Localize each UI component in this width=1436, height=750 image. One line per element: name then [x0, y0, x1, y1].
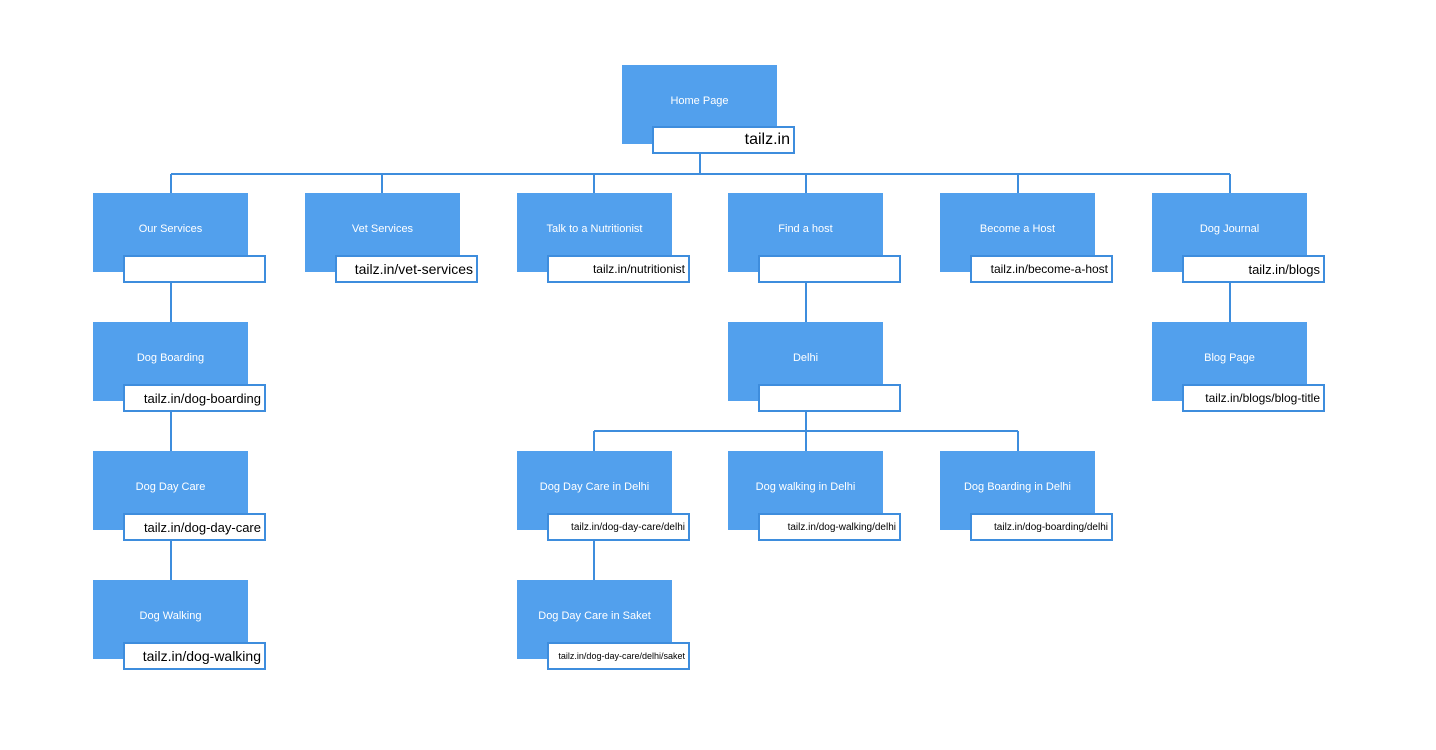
node-title: Delhi	[792, 352, 819, 364]
url-become-host: tailz.in/become-a-host	[970, 255, 1113, 283]
url-dog-walking: tailz.in/dog-walking	[123, 642, 266, 670]
url-dog-day-care: tailz.in/dog-day-care	[123, 513, 266, 541]
node-title: Find a host	[778, 223, 833, 235]
url-dog-boarding: tailz.in/dog-boarding	[123, 384, 266, 412]
node-title: Vet Services	[351, 223, 414, 235]
node-title: Dog Day Care	[135, 481, 206, 493]
node-title: Dog walking in Delhi	[755, 481, 856, 493]
node-title: Dog Journal	[1199, 223, 1260, 235]
node-title: Talk to a Nutritionist	[546, 223, 643, 235]
node-title: Dog Boarding in Delhi	[963, 481, 1071, 493]
url-vet-services: tailz.in/vet-services	[335, 255, 478, 283]
node-title: Dog Walking	[139, 610, 202, 622]
url-home-page: tailz.in	[652, 126, 795, 154]
node-title: Dog Day Care in Saket	[538, 610, 651, 622]
node-title: Dog Boarding	[136, 352, 205, 364]
url-walking-delhi: tailz.in/dog-walking/delhi	[758, 513, 901, 541]
url-delhi	[758, 384, 901, 412]
url-dog-journal: tailz.in/blogs	[1182, 255, 1325, 283]
node-title: Blog Page	[1204, 352, 1255, 364]
node-title: Become a Host	[979, 223, 1056, 235]
url-boarding-delhi: tailz.in/dog-boarding/delhi	[970, 513, 1113, 541]
node-title: Home Page	[670, 95, 729, 107]
url-day-care-delhi: tailz.in/dog-day-care/delhi	[547, 513, 690, 541]
url-blog-page: tailz.in/blogs/blog-title	[1182, 384, 1325, 412]
node-title: Our Services	[138, 223, 203, 235]
url-our-services	[123, 255, 266, 283]
url-day-care-saket: tailz.in/dog-day-care/delhi/saket	[547, 642, 690, 670]
url-nutritionist: tailz.in/nutritionist	[547, 255, 690, 283]
node-title: Dog Day Care in Delhi	[539, 481, 650, 493]
url-find-host	[758, 255, 901, 283]
